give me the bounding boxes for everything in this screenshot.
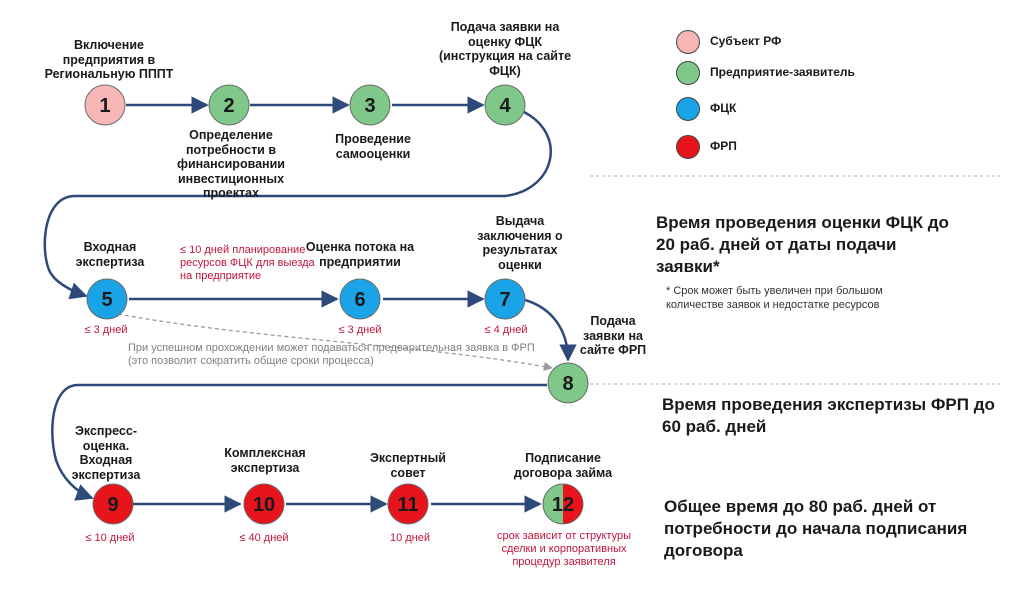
node-12-label: Подписание договора займа — [513, 451, 613, 480]
node-number: 6 — [354, 289, 365, 311]
node-number: 8 — [562, 373, 573, 395]
legend-swatch — [676, 135, 700, 159]
node-circle-outline — [542, 483, 584, 525]
node-circle — [387, 483, 429, 525]
node-number: 1 — [99, 95, 110, 117]
node-10-duration: ≤ 40 дней — [239, 532, 289, 544]
planning-note: ≤ 10 дней планирование ресурсов ФЦК для … — [180, 244, 315, 282]
node-12-duration: срок зависит от структуры сделки и корпо… — [497, 530, 631, 568]
legend-label: ФРП — [710, 139, 737, 153]
node-circle — [547, 362, 589, 404]
node-circle — [208, 84, 250, 126]
node-number: 12 — [552, 494, 574, 516]
node-7-duration: ≤ 4 дней — [484, 324, 528, 336]
node-circle — [349, 84, 391, 126]
node-circle — [243, 483, 285, 525]
connectors — [43, 96, 577, 513]
legend-swatch — [676, 97, 700, 121]
node-4-label: Подача заявки на оценку ФЦК (инструкция … — [438, 20, 572, 78]
node-circle — [339, 278, 381, 320]
node-6-duration: ≤ 3 дней — [338, 324, 382, 336]
prelim-application-note: При успешном прохождении может подаватьс… — [128, 342, 535, 367]
node-5-duration: ≤ 3 дней — [84, 324, 128, 336]
node-6-label: Оценка потока на предприятии — [305, 240, 415, 269]
node-number: 2 — [223, 95, 234, 117]
node-number: 11 — [397, 494, 418, 516]
legend-swatch — [676, 61, 700, 85]
node-11-duration: 10 дней — [389, 532, 431, 544]
prelim-dashed-arrow — [117, 313, 553, 372]
node-7-label: Выдача заключения о результатах оценки — [477, 214, 563, 272]
node-11: 11 — [387, 483, 429, 525]
node-number: 4 — [499, 95, 511, 117]
node-2-label: Определение потребности в финансировании… — [177, 128, 285, 200]
legend-label: Предприятие-заявитель — [710, 65, 855, 79]
node-11-label: Экспертный совет — [370, 451, 446, 480]
node-4: 4 — [484, 84, 526, 126]
node-8-label: Подача заявки на сайте ФРП — [579, 314, 647, 357]
legend-label: ФЦК — [710, 101, 737, 115]
node-number: 5 — [101, 289, 112, 311]
node-circle-half — [543, 484, 563, 524]
total-time-summary: Общее время до 80 раб. дней от потребнос… — [664, 497, 968, 560]
node-number: 9 — [107, 494, 118, 516]
node-1: 1 — [84, 84, 126, 126]
node-2: 2 — [208, 84, 250, 126]
node-10-label: Комплексная экспертиза — [224, 446, 306, 475]
node-10: 10 — [243, 483, 285, 525]
node-6: 6 — [339, 278, 381, 320]
node-8: 8 — [547, 362, 589, 404]
fck-footnote: * Срок может быть увеличен при большом к… — [666, 285, 883, 311]
node-9-duration: ≤ 10 дней — [85, 532, 135, 544]
node-9: 9 — [92, 483, 134, 525]
node-3: 3 — [349, 84, 391, 126]
node-circle-half — [563, 484, 583, 524]
legend-swatch — [676, 30, 700, 54]
node-5: 5 — [86, 278, 128, 320]
node-circle — [86, 278, 128, 320]
frp-time-summary: Время проведения экспертизы ФРП до 60 ра… — [662, 395, 995, 436]
node-number: 10 — [253, 494, 275, 516]
node-number: 3 — [364, 95, 375, 117]
node-9-label: Экспресс-оценка. Входная экспертиза — [71, 424, 141, 482]
node-3-label: Проведение самооценки — [335, 132, 411, 161]
fck-time-summary: Время проведения оценки ФЦК до 20 раб. д… — [656, 213, 949, 276]
node-7: 7 — [484, 278, 526, 320]
node-12: 12 — [542, 483, 584, 525]
legend-label: Субъект РФ — [710, 34, 782, 48]
node-circle — [84, 84, 126, 126]
node-circle — [484, 278, 526, 320]
node-5-label: Входная экспертиза — [75, 240, 145, 269]
node-number: 7 — [499, 289, 510, 311]
node-circle — [484, 84, 526, 126]
node-circle — [92, 483, 134, 525]
node-1-label: Включение предприятия в Региональную ППП… — [44, 38, 174, 81]
